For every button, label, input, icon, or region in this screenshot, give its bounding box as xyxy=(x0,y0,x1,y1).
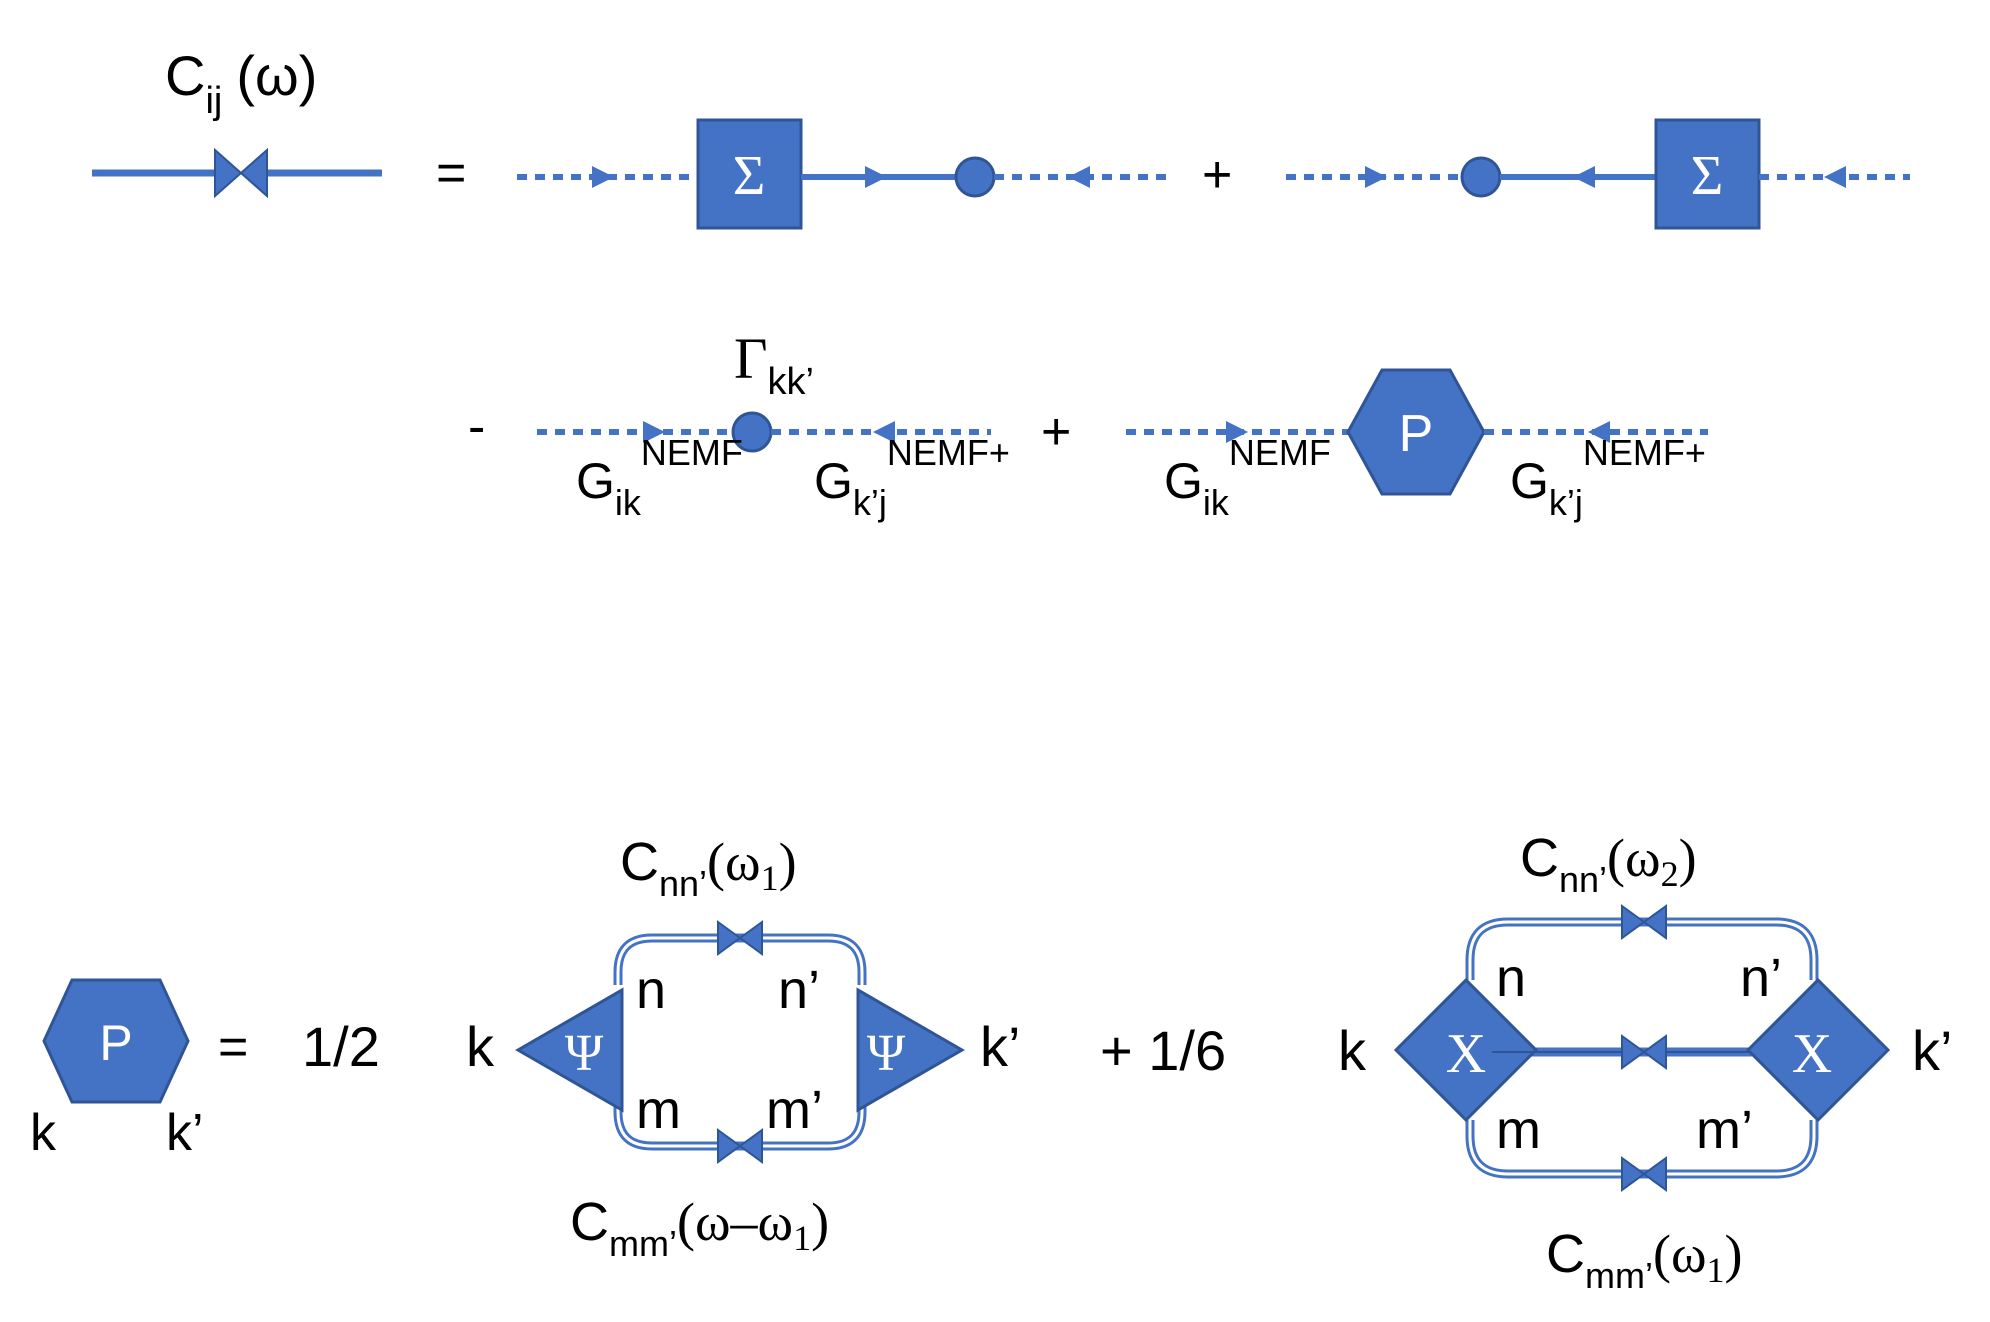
arrow-right-icon xyxy=(643,421,665,443)
index-mp: m’ xyxy=(1696,1100,1753,1160)
kp-label: k’ xyxy=(166,1104,204,1162)
g-right-label: Gk’jNEMF+ xyxy=(1510,432,1706,523)
arrow-left-icon xyxy=(1068,166,1090,188)
coefficient-sixth: + 1/6 xyxy=(1100,1019,1226,1082)
psi-symbol: Ψ xyxy=(565,1025,604,1082)
x-symbol: X xyxy=(1792,1023,1832,1085)
plus-sign: + xyxy=(1202,146,1232,204)
index-n: n xyxy=(636,960,666,1020)
kp-label: k’ xyxy=(980,1015,1020,1078)
bowtie-vertex-icon xyxy=(717,1128,742,1164)
g-right-label: Gk’jNEMF+ xyxy=(814,432,1010,523)
top-propagator-label: Cnn’(ω1) xyxy=(620,832,797,904)
arrow-right-icon xyxy=(1365,166,1387,188)
hexagon-label: P xyxy=(1399,405,1434,463)
gamma-label: Γkk’ xyxy=(734,326,814,403)
bowtie-vertex-icon xyxy=(717,920,742,956)
bowtie-vertex-icon xyxy=(1621,1034,1646,1070)
hexagon-label: P xyxy=(99,1015,132,1071)
vertex-dot xyxy=(954,156,996,198)
term-sigma-right: Σ xyxy=(1286,118,1910,230)
coefficient-half: 1/2 xyxy=(302,1015,380,1078)
vertex-dot xyxy=(1460,156,1502,198)
arrow-right-icon xyxy=(1226,421,1248,443)
kp-label: k’ xyxy=(1912,1019,1952,1082)
equation-1: Cij(ω) = Σ + xyxy=(92,44,1910,230)
index-m: m xyxy=(1496,1100,1541,1160)
arrow-right-icon xyxy=(592,166,614,188)
bottom-propagator-label: Cmm’(ω–ω1) xyxy=(570,1192,829,1264)
index-m: m xyxy=(636,1080,681,1140)
arrow-left-icon xyxy=(873,421,895,443)
top-propagator-label: Cnn’(ω2) xyxy=(1520,828,1697,900)
bowtie-vertex-icon xyxy=(1621,904,1646,940)
sunset-diagram-x: k k’ X X n n’ m xyxy=(1338,828,1952,1296)
equals-sign: = xyxy=(436,144,466,202)
equals-sign: = xyxy=(218,1018,248,1076)
index-n: n xyxy=(1496,948,1526,1008)
minus-sign: - xyxy=(468,398,485,456)
psi-vertex-right xyxy=(856,987,966,1113)
bottom-propagator-label: Cmm’(ω1) xyxy=(1546,1224,1743,1296)
g-left-label: GikNEMF xyxy=(576,432,743,523)
term-polarization: P GikNEMF Gk’jNEMF+ xyxy=(1126,368,1708,523)
arrow-left-icon xyxy=(1824,166,1846,188)
sigma-symbol: Σ xyxy=(1691,145,1724,207)
x-symbol: X xyxy=(1446,1023,1486,1085)
index-np: n’ xyxy=(778,960,820,1020)
psi-symbol: Ψ xyxy=(867,1025,906,1082)
k-label: k xyxy=(1338,1019,1367,1082)
psi-vertex-left xyxy=(514,987,624,1113)
arrow-right-icon xyxy=(865,166,887,188)
index-np: n’ xyxy=(1740,948,1782,1008)
plus-sign: + xyxy=(1041,403,1071,461)
term-sigma-left: Σ xyxy=(517,118,1166,230)
bubble-diagram-psi: k k’ Ψ Ψ n n’ m m’ Cnn’(ω1) xyxy=(466,832,1020,1264)
bowtie-vertex-icon xyxy=(214,147,243,199)
lhs-propagator-label: Cij(ω) xyxy=(165,44,317,122)
x-vertex-left xyxy=(1393,977,1539,1123)
arrow-left-icon xyxy=(1573,166,1595,188)
arrow-left-icon xyxy=(1588,421,1610,443)
bowtie-vertex-icon xyxy=(1621,1156,1646,1192)
equation-2: - Γkk’ GikNEMF Gk’jNEMF+ + P xyxy=(468,326,1708,523)
term-gamma: Γkk’ GikNEMF Gk’jNEMF+ xyxy=(537,326,1010,523)
polarization-hexagon xyxy=(42,978,190,1104)
equation-3: P k k’ = 1/2 k k’ Ψ Ψ n n’ m m’ xyxy=(30,828,1952,1296)
sigma-symbol: Σ xyxy=(733,145,766,207)
g-left-label: GikNEMF xyxy=(1164,432,1331,523)
x-vertex-right xyxy=(1745,977,1891,1123)
lhs-full-propagator xyxy=(92,147,382,199)
k-label: k xyxy=(466,1015,495,1078)
index-mp: m’ xyxy=(766,1080,823,1140)
k-label: k xyxy=(30,1104,57,1162)
